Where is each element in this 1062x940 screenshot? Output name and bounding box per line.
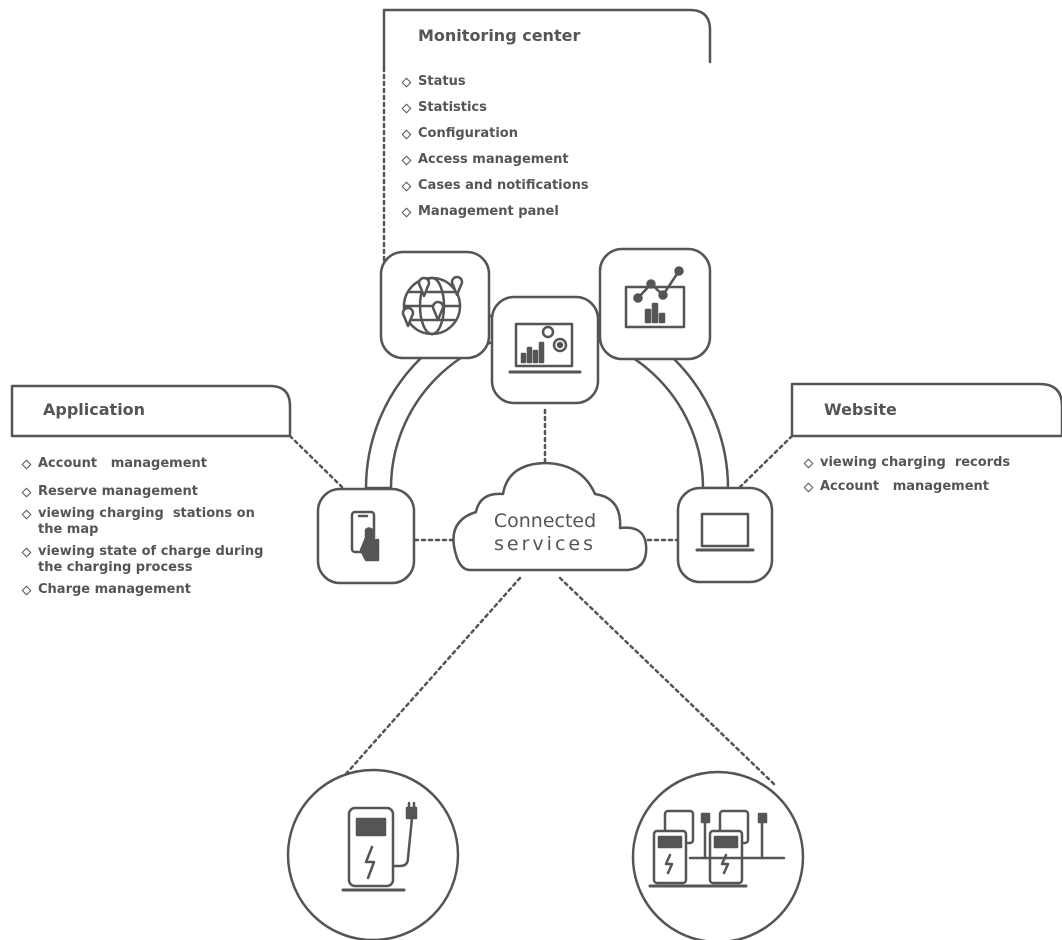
monitoring-center-title: Monitoring center [418,26,581,45]
globe-map-icon [379,250,491,360]
website-list: viewing charging records Account managem… [804,455,1054,495]
list-item: Account management [804,479,1054,495]
monitoring-center-list: Status Statistics Configuration Access m… [402,74,662,220]
list-item: viewing state of charge during the charg… [22,544,280,576]
charging-stations-group-icon [631,770,805,940]
list-item: Reserve management [22,484,280,500]
list-item: Cases and notifications [402,178,662,194]
application-title: Application [43,400,146,419]
list-item: Charge management [22,582,280,598]
smartphone-touch-icon [316,487,416,585]
analytics-chart-icon [598,247,712,361]
computer-settings-icon [490,295,600,405]
list-item: Status [402,74,662,90]
list-item: Configuration [402,126,662,142]
cloud-icon [452,461,648,572]
list-item: Statistics [402,100,662,116]
website-title: Website [824,400,897,419]
list-item: Access management [402,152,662,168]
dotted-connectors [288,66,794,787]
list-item: viewing charging records [804,455,1054,471]
cloud-label-line2: services [494,533,596,555]
cloud-label-line1: Connected [493,510,597,532]
application-tab [10,384,292,438]
list-item: viewing charging stations on the map [22,506,280,538]
list-item: Management panel [402,204,662,220]
charging-station-icon [286,768,460,940]
laptop-icon [676,486,774,584]
list-item: Account management [22,456,280,472]
monitoring-tab [382,8,712,70]
application-list: Account management Reserve management vi… [22,456,280,598]
